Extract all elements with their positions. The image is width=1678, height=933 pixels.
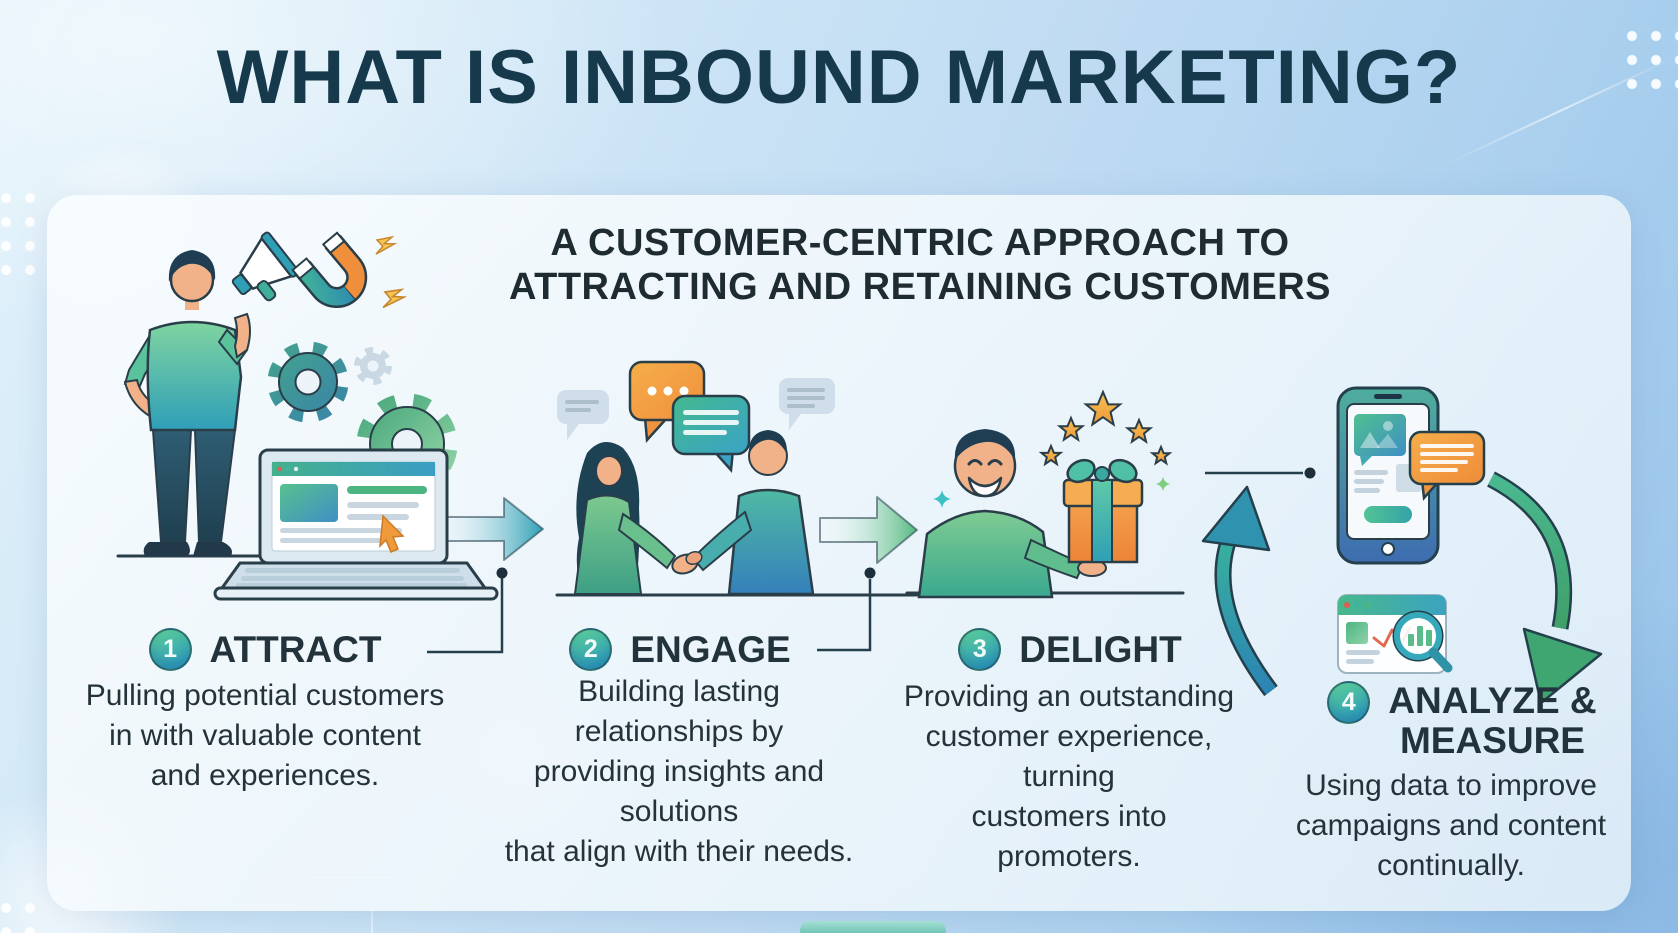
dot-grid-left xyxy=(0,186,42,282)
step-description-engage: Building lasting relationships by provid… xyxy=(504,675,854,868)
step-heading-delight: 3 DELIGHT xyxy=(845,628,1295,671)
step-description-attract: Pulling potential customers in with valu… xyxy=(85,679,445,792)
step-number-badge: 1 xyxy=(148,628,192,671)
subtitle-line-1: A CUSTOMER-CENTRIC APPROACH TO xyxy=(550,222,1290,264)
subtitle-line-2: ATTRACTING AND RETAINING CUSTOMERS xyxy=(508,266,1331,308)
step-number-badge: 3 xyxy=(958,628,1002,671)
page-subtitle: A CUSTOMER-CENTRIC APPROACH TO ATTRACTIN… xyxy=(460,221,1380,309)
step-number-badge: 4 xyxy=(1327,681,1371,724)
step-description-delight: Providing an outstanding customer experi… xyxy=(903,680,1235,873)
step-label: DELIGHT xyxy=(1019,628,1182,670)
step-description-analyze: Using data to improve campaigns and cont… xyxy=(1295,769,1607,882)
step-heading-analyze: 4 ANALYZE & MEASURE xyxy=(1262,681,1662,761)
page-title: WHAT IS INBOUND MARKETING? xyxy=(216,35,1462,120)
step-heading-attract: 1 ATTRACT xyxy=(40,628,490,671)
step-label: ATTRACT xyxy=(209,628,382,670)
step-heading-engage: 2 ENGAGE xyxy=(455,628,905,671)
step-number-badge: 2 xyxy=(569,628,613,671)
bottom-accent-bar xyxy=(800,921,946,933)
dot-grid-bottom-left xyxy=(0,896,42,933)
step-label: ENGAGE xyxy=(630,628,791,670)
step-label: ANALYZE & MEASURE xyxy=(1388,680,1597,761)
